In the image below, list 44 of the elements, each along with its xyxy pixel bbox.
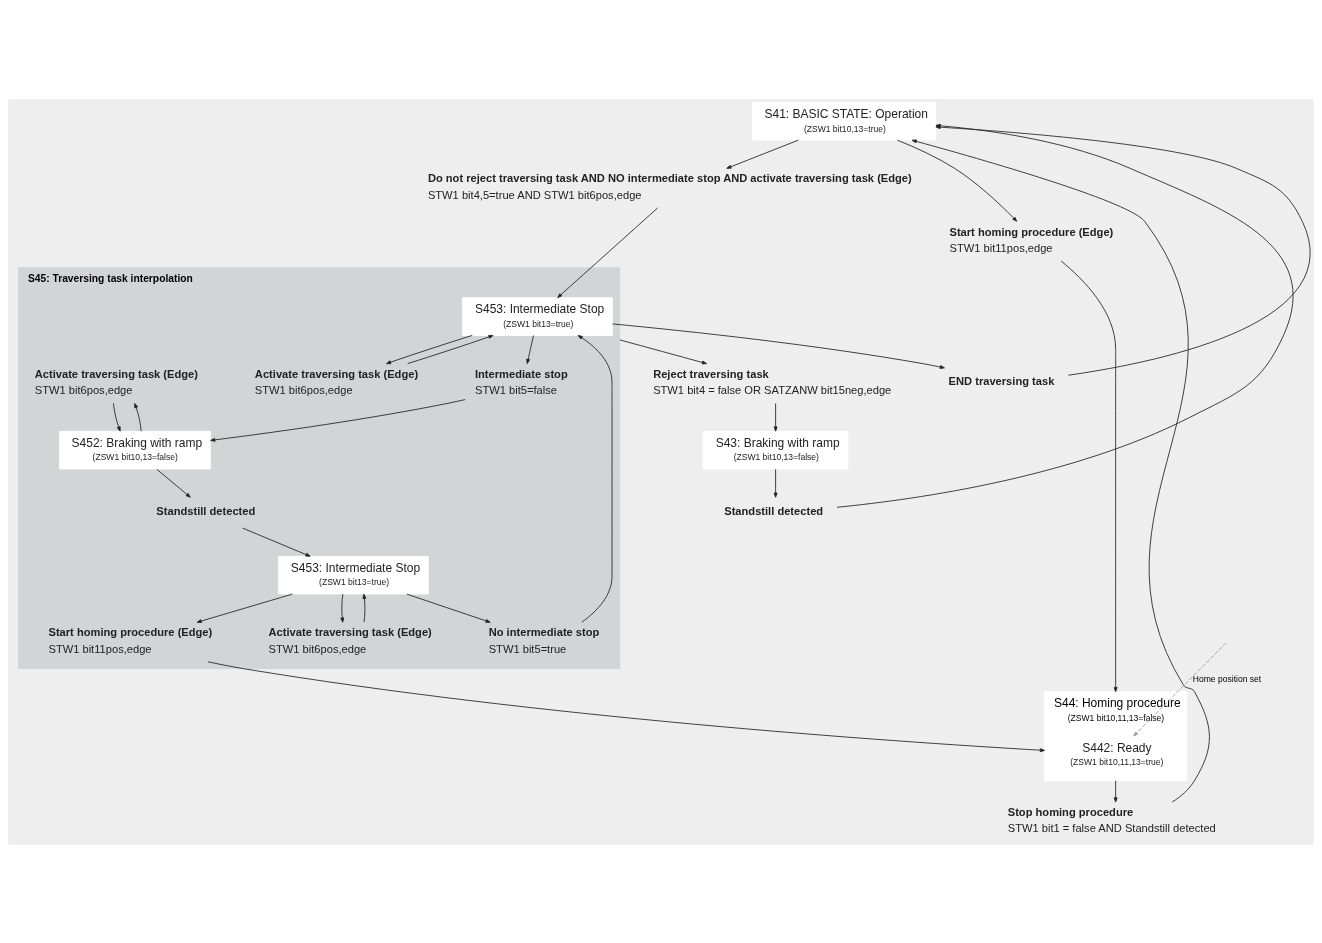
- arrow: [526, 334, 534, 364]
- arrow: [1113, 779, 1118, 802]
- arrow: [1060, 260, 1118, 692]
- node-text: No intermediate stop STW1 bit5=true: [488, 625, 600, 655]
- node-text: Reject traversing task STW1 bit4 = false OR SATZANW bit15neg,edge: [653, 367, 892, 396]
- node-text: Intermediate stop STW1 bit5=false: [474, 367, 568, 396]
- arrow: [340, 593, 345, 623]
- arrow: [196, 593, 293, 623]
- arrow: [911, 138, 1210, 802]
- arrow: [386, 334, 473, 364]
- node-box: S452: Braking with ramp (ZSW1 bit10,13=false): [59, 430, 211, 469]
- node-box: S43: Braking with ramp (ZSW1 bit10,13=false): [702, 430, 849, 469]
- node-text: Stop homing procedure STW1 bit1 = false AND Standstill detected: [1007, 805, 1216, 834]
- node-text: END traversing task: [948, 374, 1055, 387]
- node-text: Do not reject traversing task AND NO intermediate stop AND activate traversing task (Edge) STW1 bit4,5=true AND STW1 bit6pos,edge: [427, 171, 912, 201]
- arrow: [773, 468, 778, 498]
- arrow: [1133, 642, 1227, 737]
- node-text: Activate traversing task (Edge) STW1 bit6pos,edge: [254, 367, 419, 396]
- node-text: Start homing procedure (Edge) STW1 bit11pos,edge: [48, 625, 213, 655]
- arrow: [726, 139, 799, 169]
- arrow: [362, 593, 367, 623]
- node-text: Standstill detected: [724, 504, 824, 517]
- node-box: S453: Intermediate Stop (ZSW1 bit13=true): [462, 296, 613, 336]
- node-text: S442: Ready (ZSW1 bit10,11,13=true): [1070, 740, 1164, 767]
- arrow: [557, 207, 659, 298]
- arrow: [896, 139, 1018, 222]
- arrow: [134, 402, 142, 432]
- node-text: Start homing procedure (Edge) STW1 bit11pos,edge: [949, 225, 1114, 254]
- node-text: Activate traversing task (Edge) STW1 bit6pos,edge: [268, 625, 432, 655]
- arrow: [207, 660, 1045, 752]
- arrow: [210, 398, 466, 442]
- arrow: [156, 468, 191, 498]
- node-text: Standstill detected: [156, 504, 256, 517]
- arrow: [619, 338, 707, 364]
- edge-label: Home position set: [1192, 673, 1262, 684]
- arrow: [113, 402, 121, 432]
- node-text: Activate traversing task (Edge) STW1 bit6pos,edge: [34, 367, 198, 396]
- arrow: [612, 323, 945, 369]
- arrow: [242, 527, 311, 557]
- arrow: [577, 334, 613, 623]
- arrow: [773, 402, 778, 432]
- node-box: S453: Intermediate Stop (ZSW1 bit13=true): [278, 555, 429, 594]
- arrow: [407, 334, 494, 364]
- arrow: [406, 593, 491, 623]
